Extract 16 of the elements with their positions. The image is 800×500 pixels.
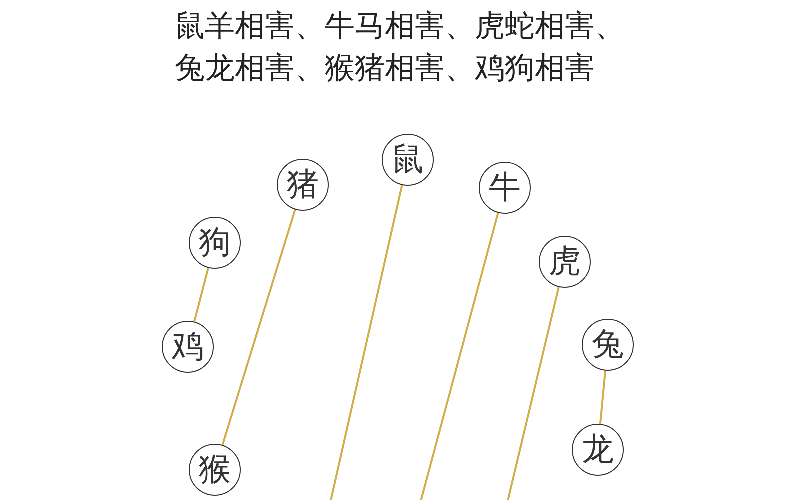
connector-line [419,212,500,500]
connector-line [506,287,560,500]
zodiac-circle: 兔 [582,319,634,371]
zodiac-circle: 鸡 [162,321,214,373]
title: 鼠羊相害、牛马相害、虎蛇相害、兔龙相害、猴猪相害、鸡狗相害 [175,8,626,88]
zodiac-circle: 狗 [189,217,241,269]
connector-line [222,210,296,446]
zodiac-circle: 猪 [277,159,329,211]
zodiac-circle: 龙 [572,424,624,476]
connector-line [599,370,607,424]
zodiac-circle: 牛 [479,162,531,214]
zodiac-circle: 猴 [189,444,241,496]
zodiac-circle: 鼠 [382,134,434,186]
zodiac-circle: 虎 [539,236,591,288]
connector-line [194,268,210,322]
connector-line [329,185,404,500]
